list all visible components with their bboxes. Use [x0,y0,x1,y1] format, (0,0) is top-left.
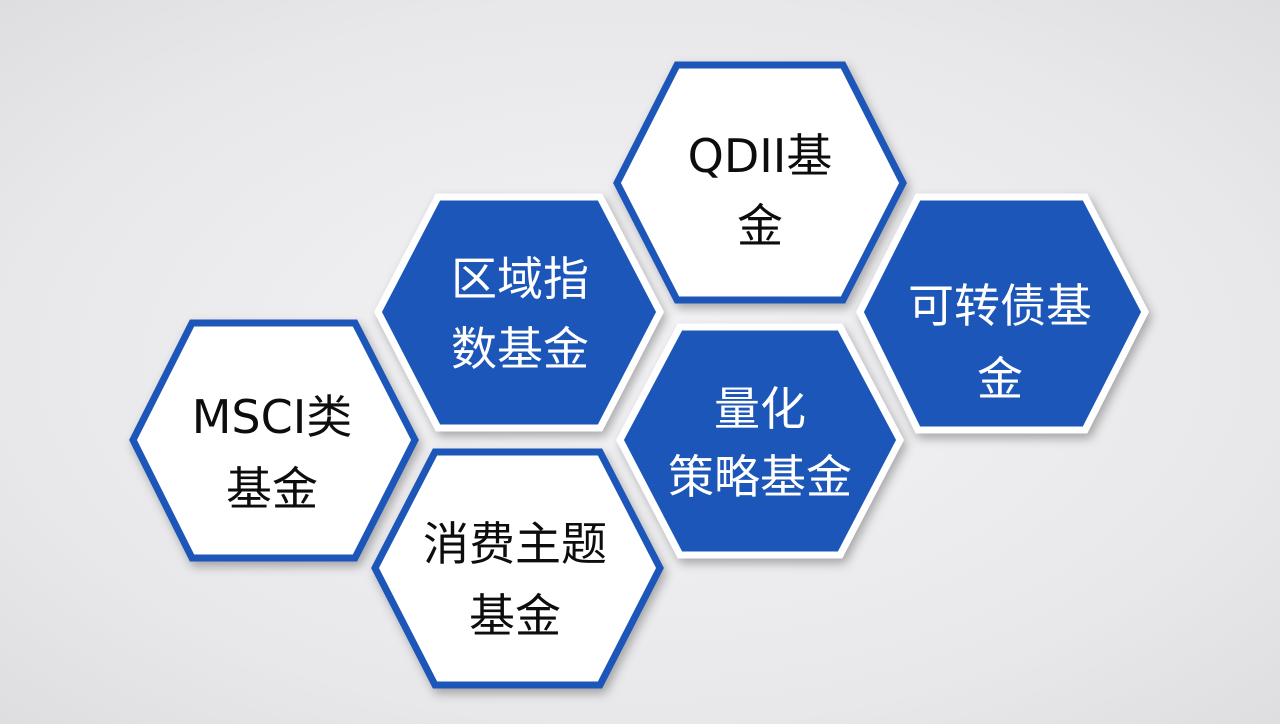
hexagon-label-line: 基金 [226,462,318,516]
hexagon-label-line: MSCI类 [192,390,353,444]
hexagon-label-line: 数基金 [451,322,589,376]
hexagon-label-line: QDII基 [688,129,833,183]
hexagon-label-line: 金 [977,352,1023,406]
hexagon-convertible-bond-fund: 可转债基 金 [856,193,1149,434]
hexagon-quant-strategy-fund: 量化 策略基金 [616,323,904,559]
hexagon-label-line: 基金 [469,589,561,643]
hexagon-consumer-theme-fund: 消费主题 基金 [371,448,664,689]
hexagon-label-line: 消费主题 [423,517,607,571]
hexagon-regional-index-fund: 区域指 数基金 [374,193,664,432]
hexagon-label-line: 金 [737,199,783,253]
hexagon-label-line: 策略基金 [668,450,852,504]
hexagon-qdii-fund: QDII基 金 [613,61,907,304]
hexagon-label-line: 可转债基 [908,279,1092,333]
hexagon-msci-fund: MSCI类 基金 [129,319,419,562]
hexagon-label-line: 区域指 [451,252,589,306]
hexagon-label-line: 量化 [714,382,806,436]
